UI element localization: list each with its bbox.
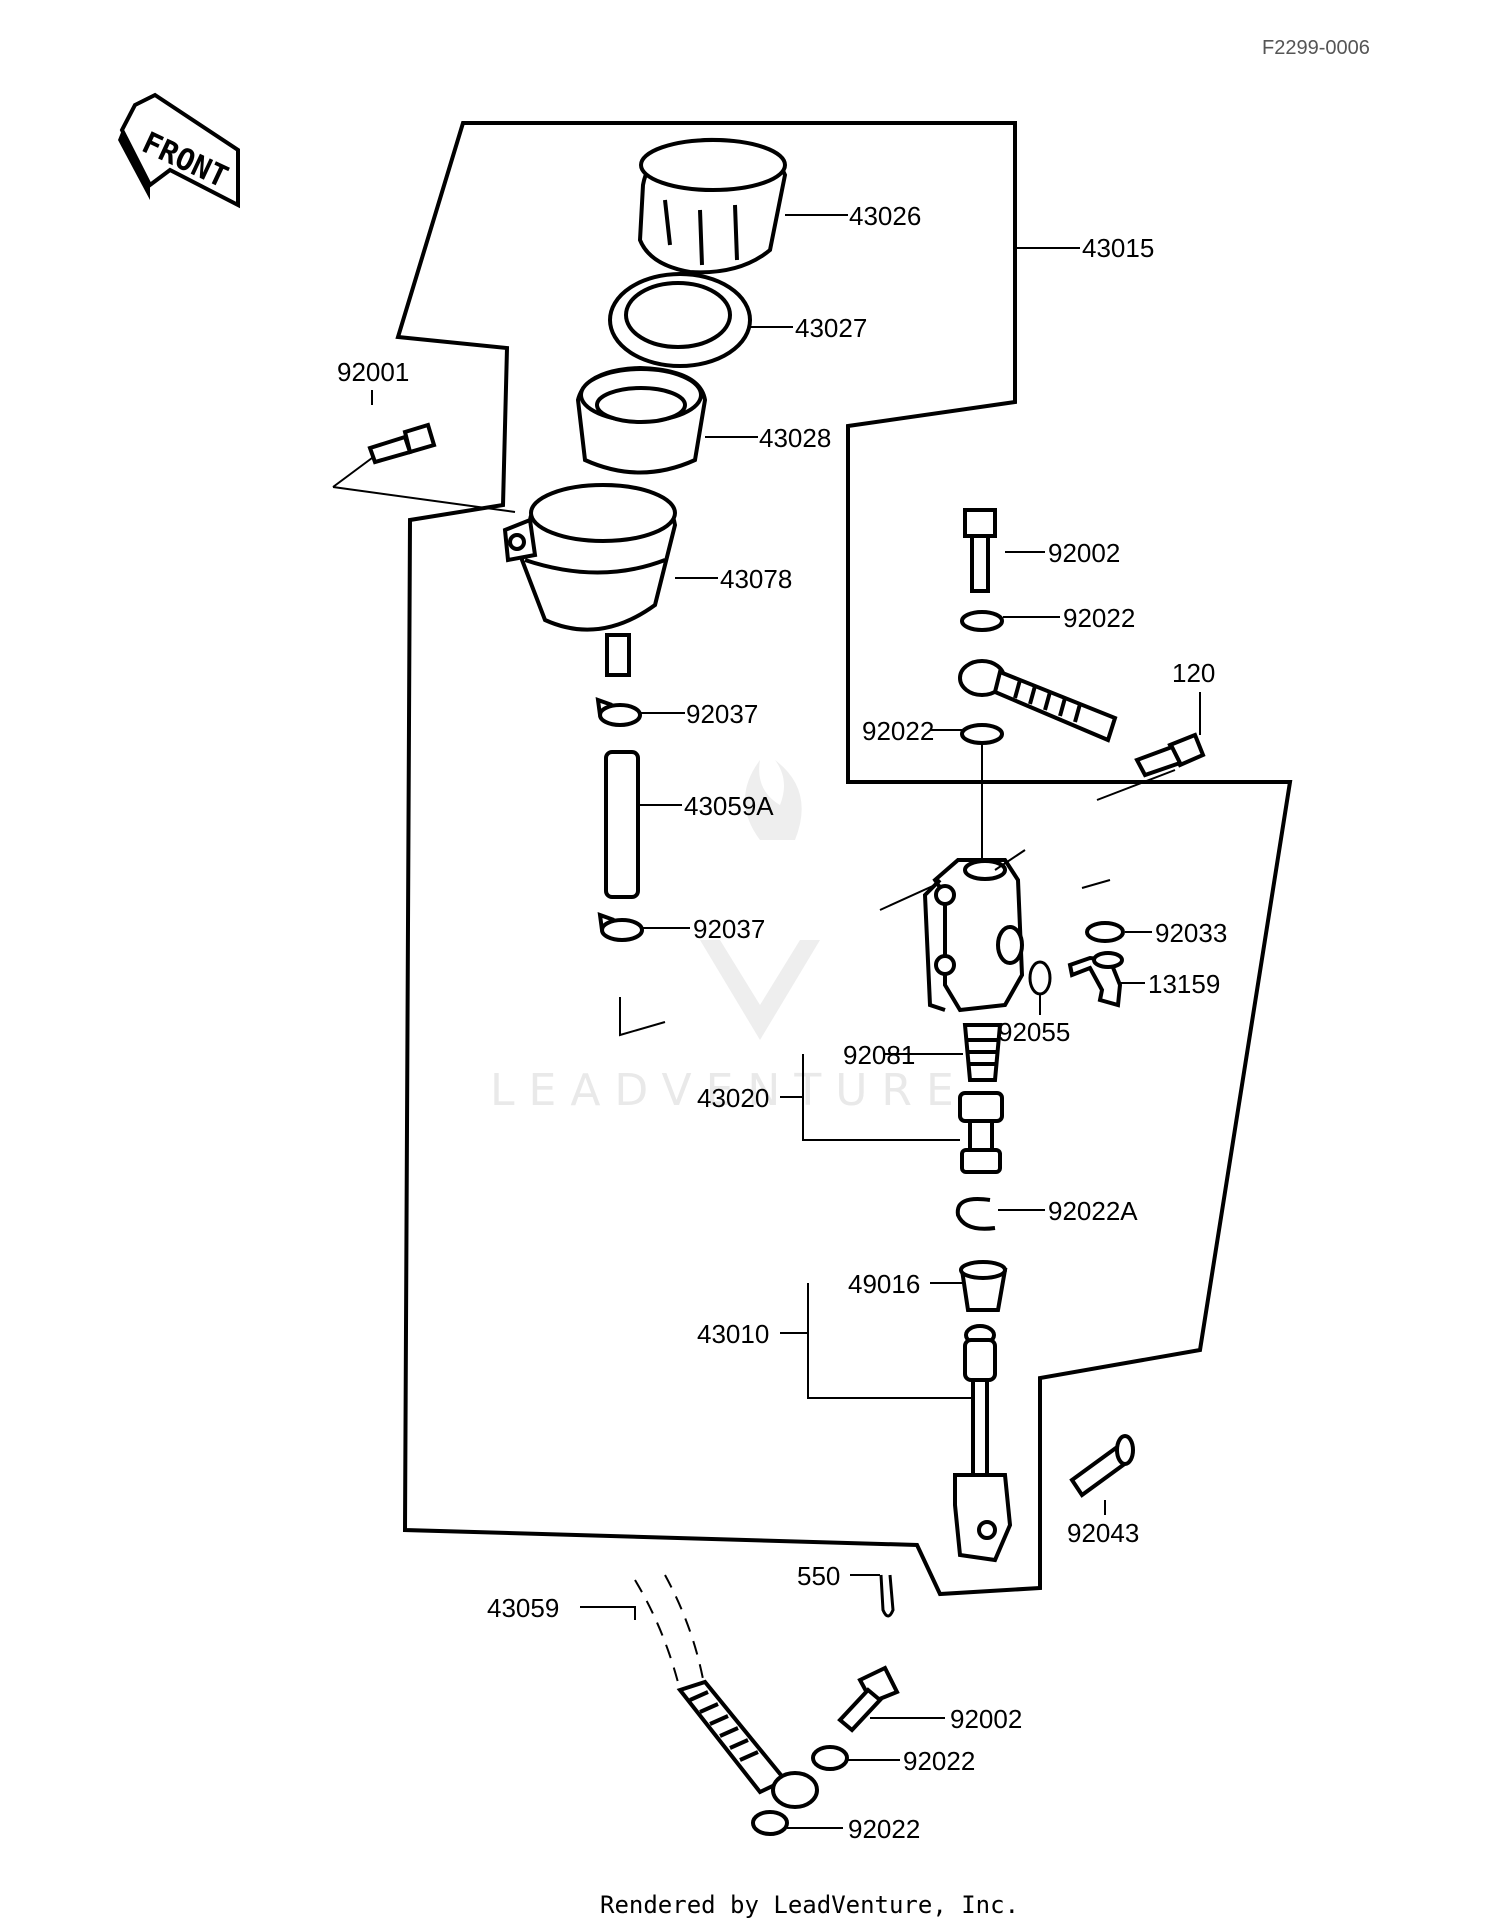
part-label-92022-c: 92022	[903, 1746, 975, 1776]
pin-92043	[1069, 1434, 1135, 1498]
part-label-92081: 92081	[843, 1040, 915, 1070]
part-label-92033: 92033	[1155, 918, 1227, 948]
part-label-43020: 43020	[697, 1083, 769, 1113]
master-cylinder-body	[922, 858, 1025, 1013]
diaphragm-plate-43027	[608, 272, 752, 368]
part-label-92055: 92055	[998, 1017, 1070, 1047]
part-label-92037-b: 92037	[693, 914, 765, 944]
part-label-92043: 92043	[1067, 1518, 1139, 1548]
part-label-43028: 43028	[759, 423, 831, 453]
part-label-43010: 43010	[697, 1319, 769, 1349]
washer-92022-lower-b	[751, 1810, 789, 1836]
figure-reference: F2299-0006	[1262, 37, 1370, 59]
washer-92022-lower-a	[811, 1745, 849, 1771]
front-arrow-icon: FRONT	[118, 92, 240, 209]
spring-92081	[962, 1023, 1003, 1082]
part-label-92001: 92001	[337, 357, 409, 387]
part-label-550: 550	[797, 1561, 840, 1591]
hose-guide	[619, 997, 666, 1037]
leader-lines	[371, 214, 1201, 1829]
circlip-92033	[1085, 921, 1125, 943]
bolt-120-guide	[1096, 769, 1176, 801]
part-label-120: 120	[1172, 658, 1215, 688]
part-label-92002-top: 92002	[1048, 538, 1120, 568]
reservoir-43078	[502, 483, 678, 677]
part-label-92022A: 92022A	[1048, 1196, 1138, 1226]
watermark: LEADVENTURE	[490, 760, 968, 1116]
footer-credit: Rendered by LeadVenture, Inc.	[600, 1891, 1019, 1919]
part-label-92022-b: 92022	[862, 716, 934, 746]
o-ring-92055	[1028, 960, 1052, 996]
hose-end-fitting	[676, 1679, 819, 1809]
diaphragm-43028	[575, 365, 708, 475]
watermark-text: LEADVENTURE	[490, 1065, 968, 1116]
banjo-bolt-92002-bottom	[837, 1665, 900, 1733]
hose-43059	[634, 1574, 706, 1691]
bolt-92001-guide	[332, 457, 516, 513]
washer-92022-upper	[960, 610, 1004, 632]
part-label-43059A: 43059A	[684, 791, 774, 821]
clamp-92037-lower	[597, 912, 644, 942]
banjo-fitting	[958, 659, 1118, 743]
elbow-fitting-13159	[1067, 951, 1124, 1008]
part-label-49016: 49016	[848, 1269, 920, 1299]
part-label-13159: 13159	[1148, 969, 1220, 999]
part-label-92002-bottom: 92002	[950, 1704, 1022, 1734]
part-label-92022-a: 92022	[1063, 603, 1135, 633]
push-rod-43010	[953, 1324, 1013, 1563]
part-label-43015: 43015	[1082, 233, 1154, 263]
bolt-120	[1134, 732, 1206, 778]
part-label-92022-d: 92022	[848, 1814, 920, 1844]
hose-43059A	[604, 750, 640, 899]
circlip-92022A	[955, 1197, 996, 1231]
reservoir-cap-43026	[637, 137, 788, 275]
cylinder-guides	[879, 849, 1111, 911]
cotter-pin-550	[879, 1574, 895, 1618]
part-label-43026: 43026	[849, 201, 921, 231]
part-label-92037-a: 92037	[686, 699, 758, 729]
part-label-43027: 43027	[795, 313, 867, 343]
part-label-43059: 43059	[487, 1593, 559, 1623]
boot-49016	[959, 1260, 1008, 1312]
banjo-bolt-92002-top	[963, 508, 997, 593]
piston-43020	[958, 1091, 1004, 1174]
clamp-92037-upper	[595, 697, 642, 727]
bolt-92001	[367, 422, 437, 465]
assembly-outline-43015	[395, 121, 1293, 1597]
washer-92022-middle	[960, 723, 1004, 745]
part-label-43078: 43078	[720, 564, 792, 594]
